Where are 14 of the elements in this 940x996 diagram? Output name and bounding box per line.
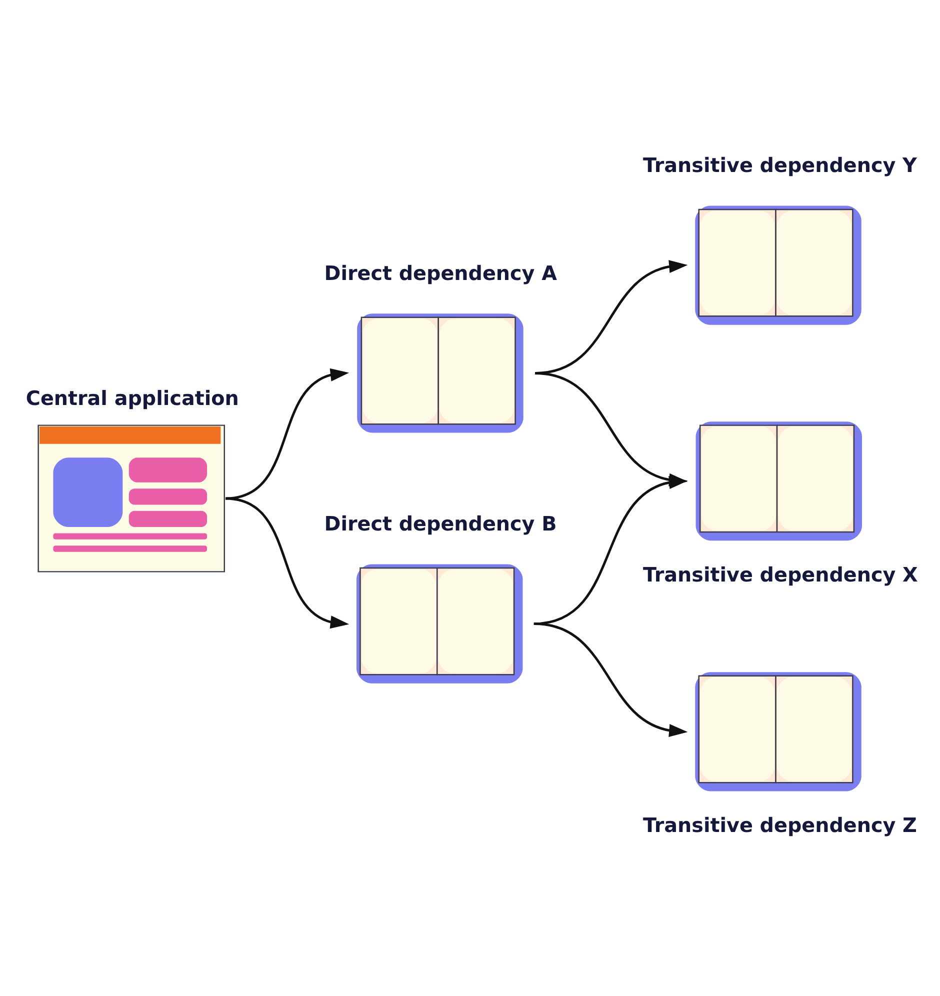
arrow xyxy=(534,622,688,736)
node-label: Transitive dependency Y xyxy=(643,154,917,177)
node-label: Transitive dependency Z xyxy=(643,813,917,836)
arrow xyxy=(225,368,350,500)
node-box xyxy=(695,205,862,324)
node-box xyxy=(696,421,862,540)
node-box xyxy=(356,564,523,683)
node-box xyxy=(695,672,862,791)
node-label: Direct dependency B xyxy=(324,512,557,536)
node-label: Direct dependency A xyxy=(324,261,557,284)
node-label: Central application xyxy=(26,386,239,410)
node-label: Transitive dependency X xyxy=(643,562,918,586)
node-box xyxy=(357,313,524,432)
arrow xyxy=(225,496,350,628)
